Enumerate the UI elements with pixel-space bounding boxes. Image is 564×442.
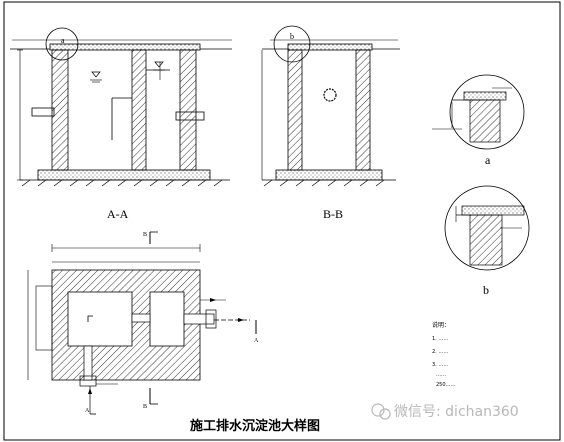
- cut-a-right: A: [254, 338, 259, 344]
- section-a-a: a A-A: [10, 27, 232, 221]
- note-line-3b: ……: [436, 372, 446, 378]
- note-line-3: 3. ……: [432, 362, 448, 368]
- middle-wall: [131, 49, 147, 171]
- inlet-pipe: [31, 107, 55, 117]
- top-slab: [49, 43, 201, 51]
- detail-b-label: b: [483, 283, 489, 297]
- note-line-1: 1. ……: [432, 336, 448, 342]
- detail-callout-a: [45, 27, 79, 61]
- drawing-border: [3, 1, 561, 441]
- right-wall-b: [355, 49, 371, 171]
- left-wall: [51, 49, 69, 171]
- section-b-b-label: B-B: [323, 207, 343, 221]
- note-line-2: 2. ……: [432, 349, 448, 355]
- notes-heading: 说明：: [432, 321, 450, 329]
- section-a-a-label: A-A: [107, 207, 129, 221]
- plan-view: A B B A: [27, 231, 259, 415]
- cut-a-left: A: [85, 408, 90, 414]
- detail-callout-b: [273, 25, 311, 63]
- plan-chamber-2: [149, 291, 185, 347]
- plan-chamber-1: [67, 291, 133, 347]
- outlet-pipe: [175, 111, 205, 121]
- watermark: 微信号: dichan360: [371, 403, 519, 420]
- detail-marker-a: a: [61, 36, 65, 45]
- notes-block: 说明： 1. …… 2. …… 3. …… …… 250……: [432, 321, 456, 388]
- detail-marker-b: b: [290, 32, 294, 41]
- section-b-b: b B-B: [261, 25, 400, 221]
- base-slab-b: [275, 169, 383, 181]
- pipe-opening: [323, 88, 337, 102]
- base-slab: [37, 169, 211, 181]
- detail-a: a: [432, 74, 525, 167]
- right-wall: [179, 49, 197, 171]
- left-wall-b: [287, 49, 303, 171]
- drawing-title: 施工排水沉淀池大样图: [190, 418, 320, 434]
- watermark-text: 微信号: dichan360: [394, 404, 519, 420]
- detail-b: b: [444, 185, 530, 297]
- detail-a-label: a: [485, 153, 491, 167]
- cut-b-top: B: [143, 232, 147, 238]
- top-slab-b: [287, 43, 373, 51]
- wechat-icon: [371, 403, 385, 417]
- note-line-3c: 250……: [436, 382, 456, 388]
- cut-b-bottom: B: [143, 404, 147, 410]
